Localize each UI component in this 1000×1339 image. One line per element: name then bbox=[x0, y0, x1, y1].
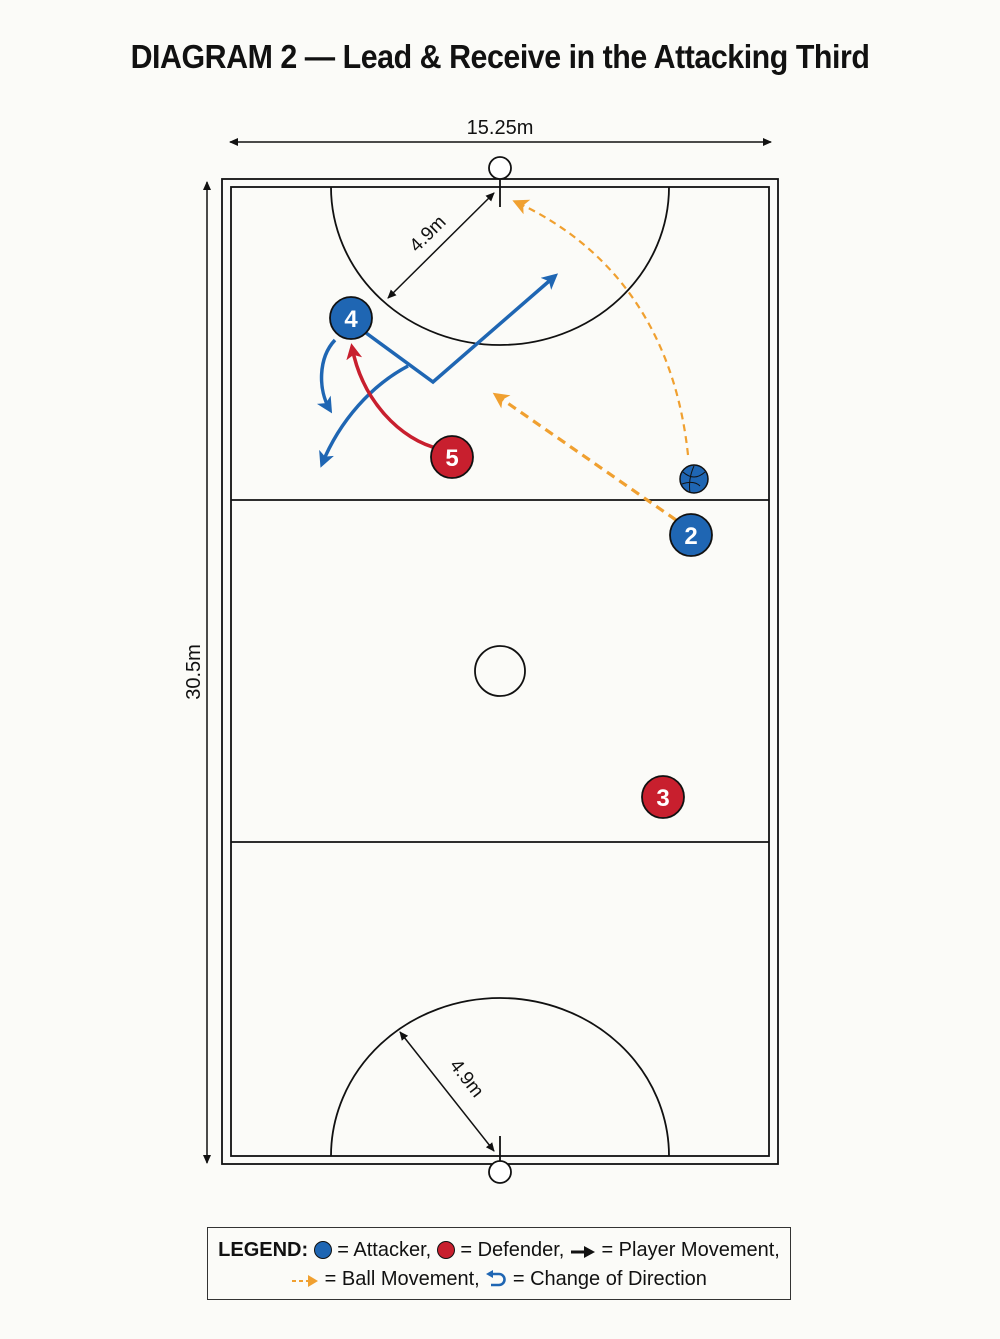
player-attacker-2: 2 bbox=[669, 513, 713, 557]
legend-attacker: = Attacker, bbox=[337, 1239, 432, 1261]
legend-heading: LEGEND: bbox=[218, 1239, 309, 1261]
attacker-4-cut-path bbox=[319, 364, 409, 468]
radius-label-bottom: 4.9m bbox=[445, 1056, 488, 1102]
player-movement-arrow-icon bbox=[570, 1246, 595, 1258]
player-defender-5: 5 bbox=[430, 435, 474, 479]
width-dimension: 15.25m bbox=[229, 117, 772, 146]
legend-defender: = Defender, bbox=[460, 1239, 565, 1261]
goal-circle-top bbox=[330, 186, 670, 346]
radius-dimension-top: 4.9m bbox=[387, 192, 495, 299]
player-number: 2 bbox=[684, 523, 697, 550]
defender-dot-icon bbox=[436, 1241, 455, 1259]
ball-movement-pass bbox=[492, 392, 677, 522]
attacker-4-lead-path bbox=[360, 273, 559, 385]
legend-row-1: LEGEND: = Attacker, = Defender, = Player… bbox=[208, 1236, 790, 1265]
change-direction-icon bbox=[486, 1270, 507, 1287]
attacker-dot-icon bbox=[313, 1241, 332, 1259]
ball-movement-arrow-icon bbox=[292, 1275, 319, 1287]
page-title: DIAGRAM 2 — Lead & Receive in the Attack… bbox=[130, 38, 870, 75]
defender-5-path bbox=[346, 343, 441, 451]
goalpost-bottom bbox=[488, 1160, 512, 1184]
player-marker bbox=[430, 435, 474, 479]
legend-player-movement: = Player Movement, bbox=[601, 1239, 780, 1261]
legend-change-direction: = Change of Direction bbox=[512, 1268, 707, 1290]
player-attacker-4: 4 bbox=[329, 296, 373, 340]
court-inner-line bbox=[230, 186, 770, 1157]
legend-row-2: = Ball Movement, = Change of Direction bbox=[208, 1265, 790, 1294]
player-number: 3 bbox=[656, 785, 669, 812]
width-label: 15.25m bbox=[467, 117, 534, 139]
player-marker bbox=[641, 775, 685, 819]
player-marker bbox=[329, 296, 373, 340]
ball-icon bbox=[679, 464, 709, 494]
legend: LEGEND: = Attacker, = Defender, = Player… bbox=[207, 1227, 791, 1300]
legend-ball-movement: = Ball Movement, bbox=[324, 1268, 480, 1290]
goal-circle-bottom bbox=[330, 997, 670, 1157]
player-marker bbox=[669, 513, 713, 557]
centre-circle bbox=[474, 645, 526, 697]
radius-label-top: 4.9m bbox=[406, 212, 451, 257]
court bbox=[221, 178, 779, 1165]
goalpost-top bbox=[488, 156, 512, 180]
player-number: 5 bbox=[445, 445, 458, 472]
court-outer-line bbox=[221, 178, 779, 1165]
player-number: 4 bbox=[344, 306, 358, 333]
attacker-4-change-direction bbox=[316, 338, 337, 414]
length-dimension: 30.5m bbox=[183, 181, 211, 1164]
length-label: 30.5m bbox=[183, 644, 205, 700]
player-defender-3: 3 bbox=[641, 775, 685, 819]
ball-movement-arc bbox=[512, 199, 690, 456]
radius-dimension-bottom: 4.9m bbox=[399, 1031, 495, 1152]
